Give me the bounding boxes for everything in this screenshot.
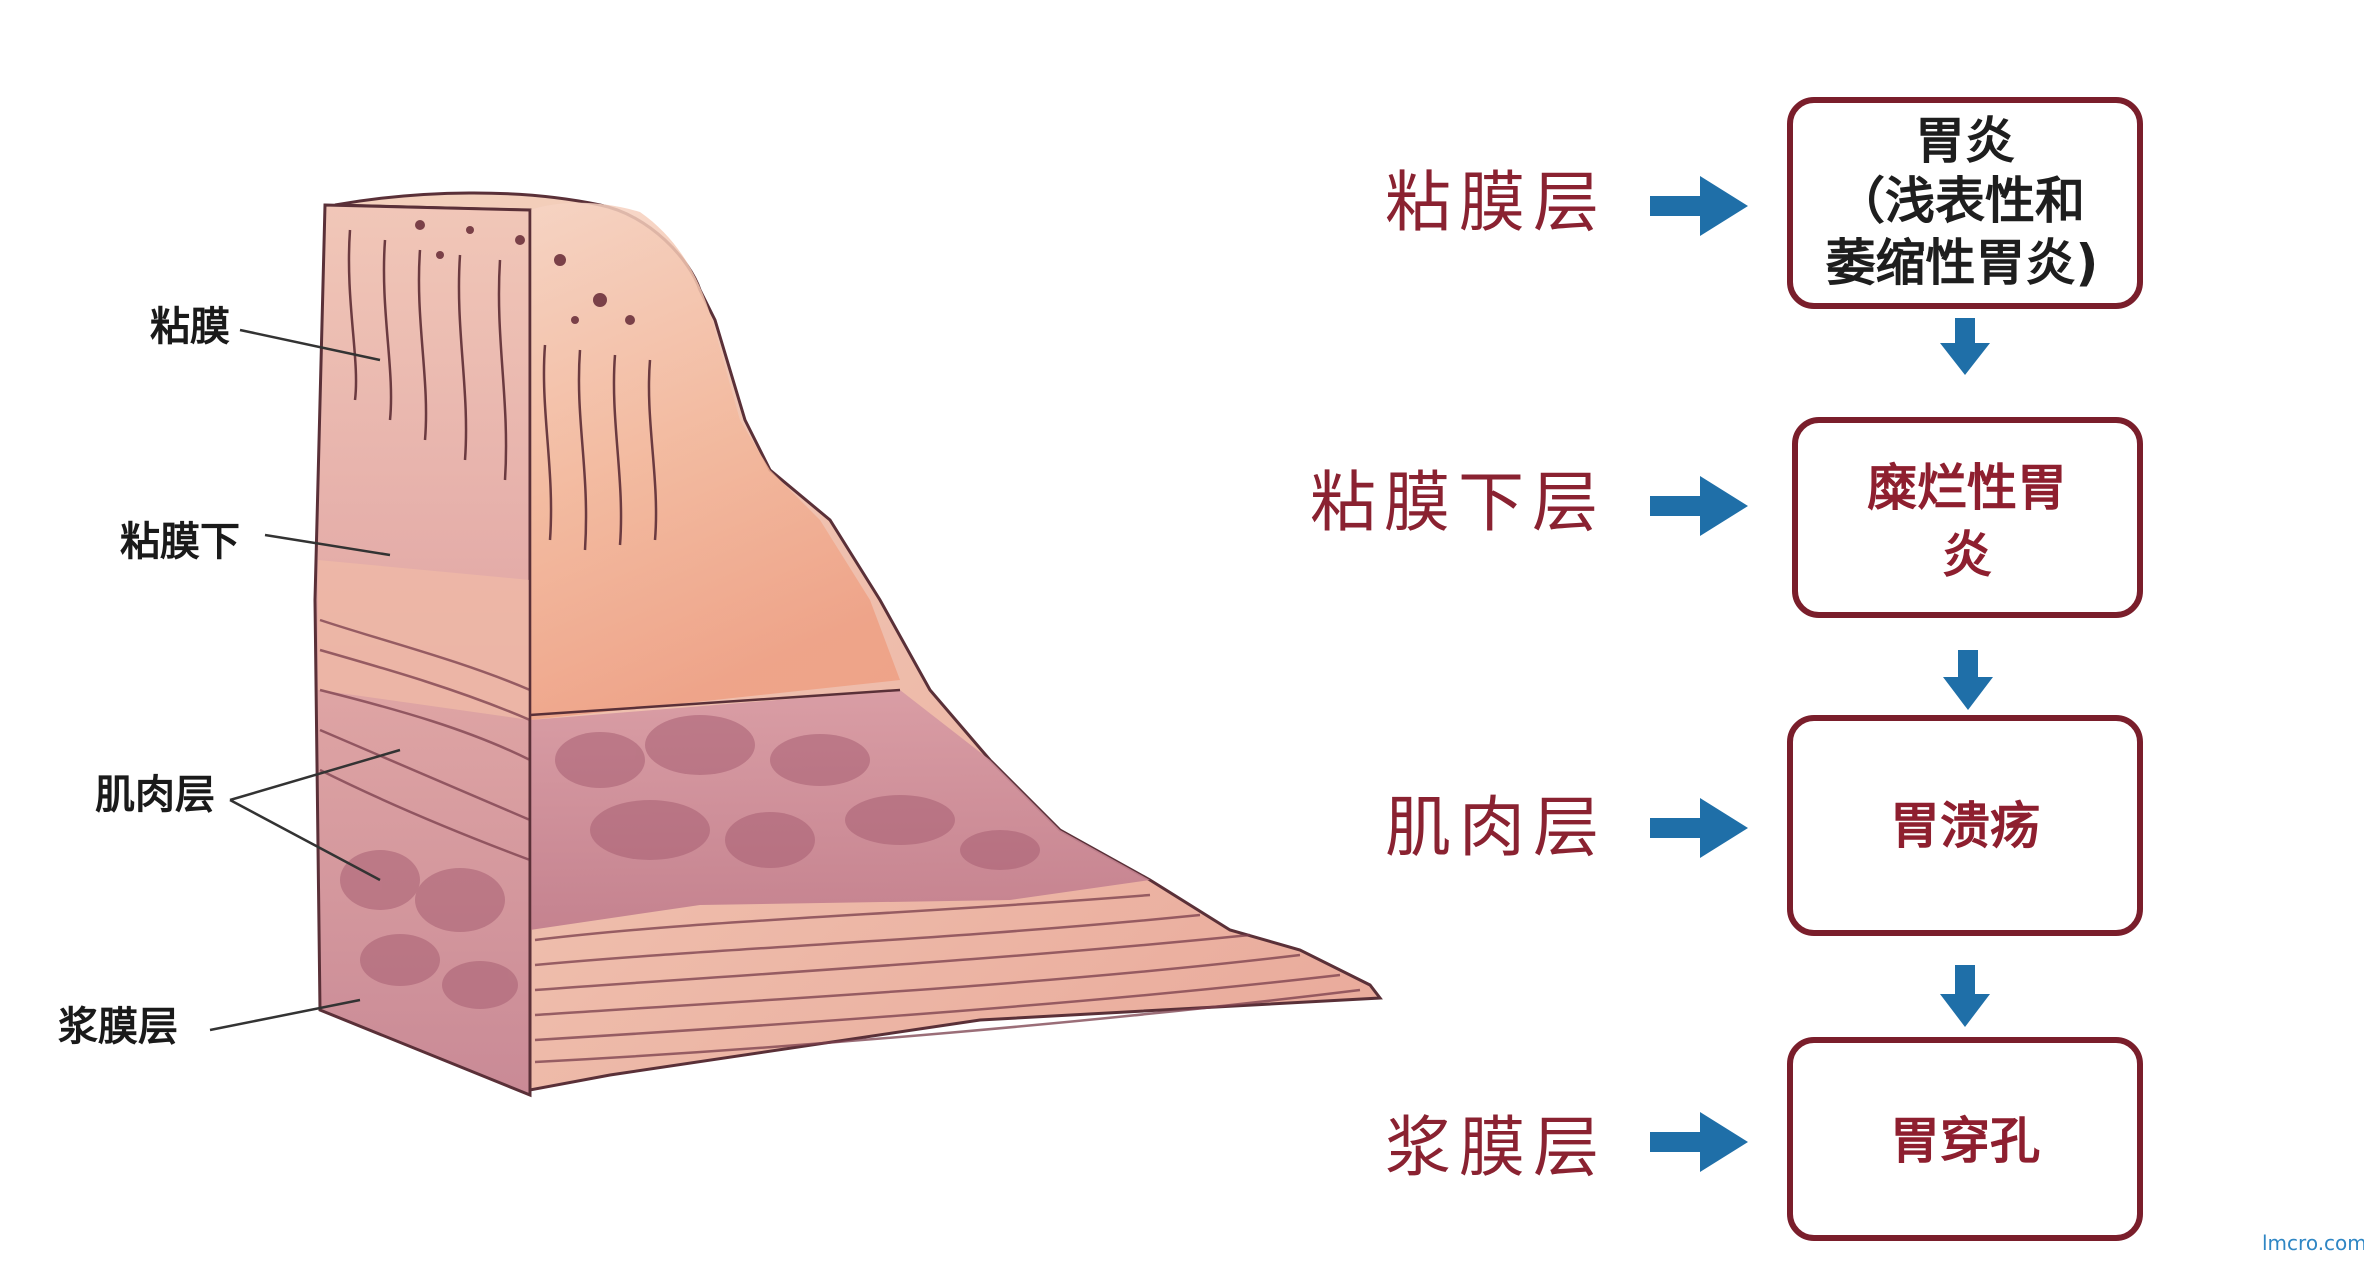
layer-name-mucosa: 粘膜层 — [1385, 164, 1607, 241]
box-erosive-gastritis — [1792, 417, 2143, 618]
box-gastritis-line1: 胃炎 — [1915, 112, 2015, 170]
mucosa-dots — [415, 220, 635, 325]
down-arrow-icon — [1940, 965, 1990, 1027]
box-erosive-line2: 炎 — [1942, 526, 1992, 584]
muscle-texture — [340, 715, 1040, 1009]
right-arrow-icon — [1650, 176, 1748, 236]
label-submucosa: 粘膜下 — [120, 519, 240, 565]
mucosa-glands — [347, 229, 658, 551]
box-ulcer-text: 胃溃疡 — [1890, 797, 2040, 855]
right-arrow-icon — [1650, 1112, 1748, 1172]
tissue-block-illustration — [313, 191, 1383, 1098]
box-erosive-line1: 糜烂性胃 — [1867, 459, 2067, 517]
layer-name-submucosa: 粘膜下层 — [1310, 464, 1606, 541]
label-mucosa: 粘膜 — [150, 304, 230, 350]
progression-flow: 粘膜层 胃炎 （浅表性和 萎缩性胃炎) 粘膜下层 糜烂性胃 炎 肌肉层 — [1310, 97, 2143, 1241]
layer-name-serosa: 浆膜层 — [1385, 1109, 1607, 1186]
down-arrow-icon — [1940, 318, 1990, 375]
right-arrow-icon — [1650, 798, 1748, 858]
watermark: lmcro.com — [2262, 1231, 2364, 1255]
box-gastritis-line3: 萎缩性胃炎) — [1826, 234, 2099, 292]
box-gastric-ulcer — [1787, 715, 2143, 936]
submucosa-front — [318, 560, 530, 720]
layer-name-muscle: 肌肉层 — [1385, 789, 1607, 866]
box-perforation — [1787, 1037, 2143, 1241]
mucosa-region — [530, 202, 900, 721]
box-gastritis — [1787, 97, 2143, 309]
label-serosa: 浆膜层 — [58, 1004, 178, 1050]
box-perforation-text: 胃穿孔 — [1890, 1112, 2040, 1170]
down-arrow-icon — [1943, 650, 1993, 710]
serosa-fibers — [319, 618, 1361, 1064]
right-arrow-icon — [1650, 476, 1748, 536]
left-labels: 粘膜 粘膜下 肌肉层 浆膜层 — [58, 304, 401, 1050]
box-gastritis-line2: （浅表性和 — [1835, 172, 2085, 230]
label-muscle: 肌肉层 — [95, 772, 215, 818]
